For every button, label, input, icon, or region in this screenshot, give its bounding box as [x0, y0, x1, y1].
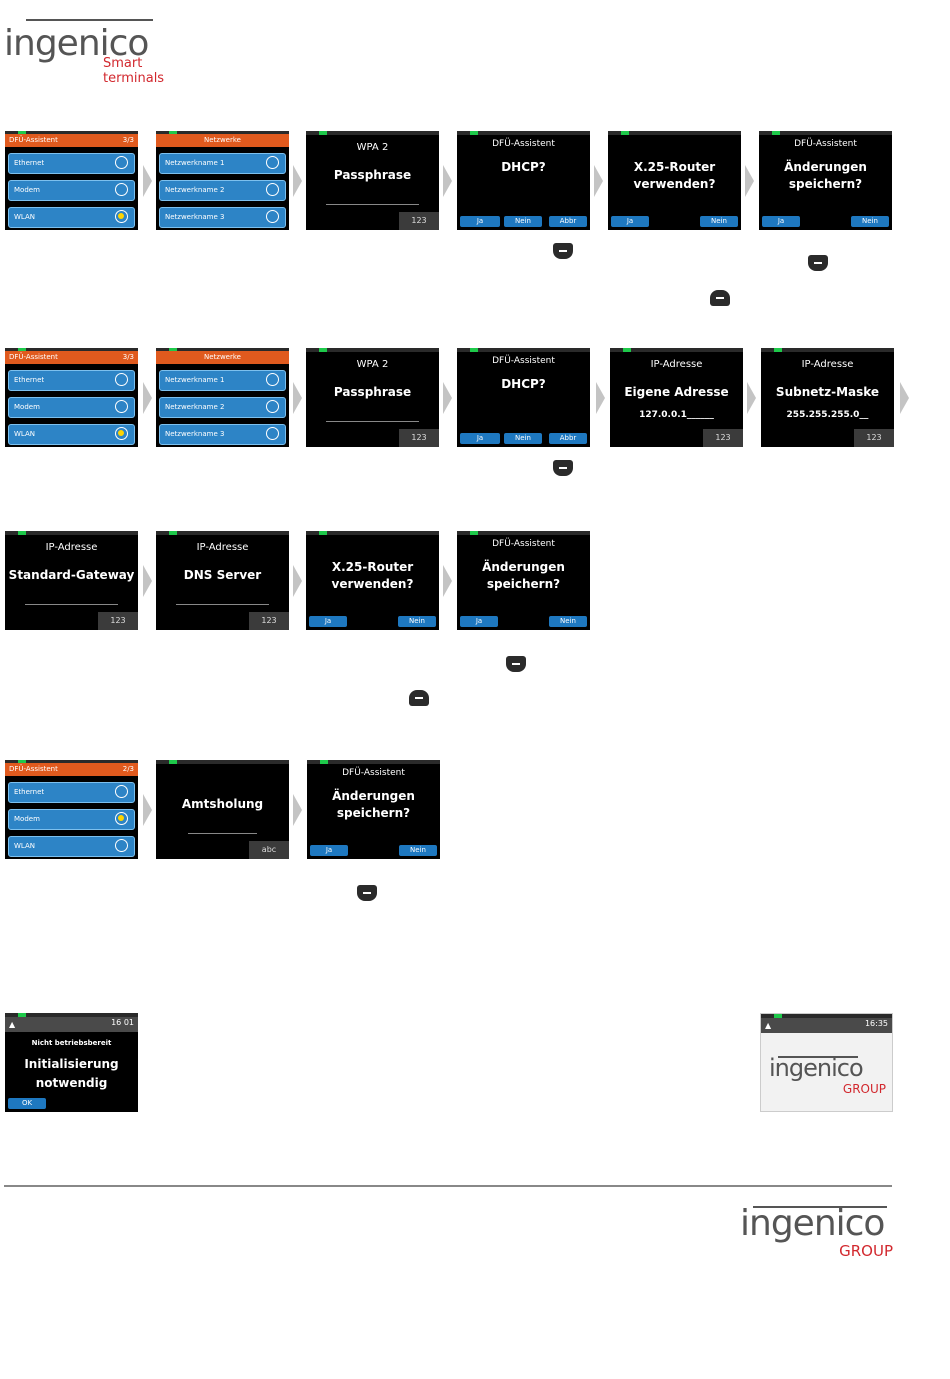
- chevron-right-icon: [745, 165, 754, 197]
- softkey-nein[interactable]: Nein: [398, 616, 436, 627]
- chevron-right-icon: [293, 565, 302, 597]
- screen-amtsholung: Amtsholung abc: [156, 760, 289, 859]
- screen-subnetz-maske: IP-Adresse Subnetz-Maske 255.255.255.0__…: [761, 348, 894, 447]
- radio-selected-icon: [115, 210, 128, 223]
- radio-icon: [266, 210, 279, 223]
- radio-icon: [115, 839, 128, 852]
- radio-selected-icon: [115, 812, 128, 825]
- screen-initialisierung: ▲ 16 01 Nicht betriebsbereit Initialisie…: [5, 1013, 138, 1112]
- softkey-ja[interactable]: Ja: [310, 845, 348, 856]
- softkey-abbr[interactable]: Abbr: [549, 433, 587, 444]
- radio-icon: [266, 400, 279, 413]
- list-item-ethernet[interactable]: Ethernet: [8, 153, 135, 174]
- screen-dns-server: IP-Adresse DNS Server 123: [156, 531, 289, 630]
- softkey-ja[interactable]: Ja: [460, 216, 500, 227]
- chevron-right-icon: [747, 382, 756, 414]
- chevron-right-icon: [293, 165, 302, 197]
- radio-icon: [115, 183, 128, 196]
- radio-icon: [115, 785, 128, 798]
- chevron-right-icon: [596, 382, 605, 414]
- softkey-up-icon: [710, 290, 730, 306]
- softkey-nein[interactable]: Nein: [549, 616, 587, 627]
- chevron-right-icon: [143, 382, 152, 414]
- radio-icon: [115, 400, 128, 413]
- list-item-ethernet[interactable]: Ethernet: [8, 370, 135, 391]
- chevron-right-icon: [143, 165, 152, 197]
- screen-netzwerke: Netzwerke Netzwerkname 1 Netzwerkname 2 …: [156, 131, 289, 230]
- softkey-nein[interactable]: Nein: [700, 216, 738, 227]
- network-icon: ▲: [765, 1021, 772, 1030]
- chevron-right-icon: [900, 382, 909, 414]
- screen-boot-logo: ▲ 16:35 ingenico GROUP: [760, 1013, 893, 1112]
- softkey-down-icon: [506, 656, 526, 672]
- list-item-network-1[interactable]: Netzwerkname 1: [159, 370, 286, 391]
- chevron-right-icon: [143, 565, 152, 597]
- footer-divider: [4, 1185, 892, 1187]
- network-icon: ▲: [9, 1020, 16, 1029]
- softkey-ja[interactable]: Ja: [460, 433, 500, 444]
- list-item-modem[interactable]: Modem: [8, 397, 135, 418]
- softkey-ja[interactable]: Ja: [309, 616, 347, 627]
- chevron-right-icon: [443, 382, 452, 414]
- softkey-ja[interactable]: Ja: [611, 216, 649, 227]
- radio-icon: [266, 373, 279, 386]
- list-item-wlan[interactable]: WLAN: [8, 836, 135, 857]
- screen-wpa2-passphrase: WPA 2 Passphrase 123: [306, 131, 439, 230]
- softkey-nein[interactable]: Nein: [504, 216, 542, 227]
- radio-icon: [115, 156, 128, 169]
- softkey-up-icon: [409, 690, 429, 706]
- header-logo: ingenico Smart terminals: [4, 14, 174, 89]
- list-item-wlan[interactable]: WLAN: [8, 207, 135, 228]
- screen-x25-router: X.25-Router verwenden? Ja Nein: [306, 531, 439, 630]
- list-item-network-3[interactable]: Netzwerkname 3: [159, 424, 286, 445]
- softkey-nein[interactable]: Nein: [851, 216, 889, 227]
- softkey-ja[interactable]: Ja: [460, 616, 498, 627]
- screen-dhcp: DFÜ-Assistent DHCP? Ja Nein Abbr: [457, 348, 590, 447]
- list-item-ethernet[interactable]: Ethernet: [8, 782, 135, 803]
- chevron-right-icon: [143, 794, 152, 826]
- softkey-down-icon: [808, 255, 828, 271]
- radio-icon: [115, 373, 128, 386]
- list-item-wlan[interactable]: WLAN: [8, 424, 135, 445]
- softkey-down-icon: [357, 885, 377, 901]
- softkey-nein[interactable]: Nein: [504, 433, 542, 444]
- radio-icon: [266, 156, 279, 169]
- list-item-network-2[interactable]: Netzwerkname 2: [159, 397, 286, 418]
- screen-save-changes: DFÜ-Assistent Änderungen speichern? Ja N…: [457, 531, 590, 630]
- chevron-right-icon: [293, 382, 302, 414]
- softkey-abbr[interactable]: Abbr: [549, 216, 587, 227]
- list-item-modem[interactable]: Modem: [8, 180, 135, 201]
- list-item-network-3[interactable]: Netzwerkname 3: [159, 207, 286, 228]
- ok-button[interactable]: OK: [8, 1098, 46, 1109]
- list-item-network-1[interactable]: Netzwerkname 1: [159, 153, 286, 174]
- screen-dhcp: DFÜ-Assistent DHCP? Ja Nein Abbr: [457, 131, 590, 230]
- softkey-nein[interactable]: Nein: [399, 845, 437, 856]
- footer-logo: ingenico GROUP: [740, 1203, 893, 1261]
- softkey-ja[interactable]: Ja: [762, 216, 800, 227]
- softkey-down-icon: [553, 243, 573, 259]
- radio-icon: [266, 427, 279, 440]
- screen-save-changes: DFÜ-Assistent Änderungen speichern? Ja N…: [307, 760, 440, 859]
- radio-selected-icon: [115, 427, 128, 440]
- radio-icon: [266, 183, 279, 196]
- chevron-right-icon: [594, 165, 603, 197]
- screen-save-changes: DFÜ-Assistent Änderungen speichern? Ja N…: [759, 131, 892, 230]
- list-item-modem[interactable]: Modem: [8, 809, 135, 830]
- chevron-right-icon: [443, 565, 452, 597]
- chevron-right-icon: [443, 165, 452, 197]
- screen-standard-gateway: IP-Adresse Standard-Gateway 123: [5, 531, 138, 630]
- chevron-right-icon: [293, 794, 302, 826]
- screen-wpa2-passphrase: WPA 2 Passphrase 123: [306, 348, 439, 447]
- list-item-network-2[interactable]: Netzwerkname 2: [159, 180, 286, 201]
- screen-x25-router: X.25-Router verwenden? Ja Nein: [608, 131, 741, 230]
- softkey-down-icon: [553, 460, 573, 476]
- screen-netzwerke: Netzwerke Netzwerkname 1 Netzwerkname 2 …: [156, 348, 289, 447]
- screen-eigene-adresse: IP-Adresse Eigene Adresse 127.0.0.1_____…: [610, 348, 743, 447]
